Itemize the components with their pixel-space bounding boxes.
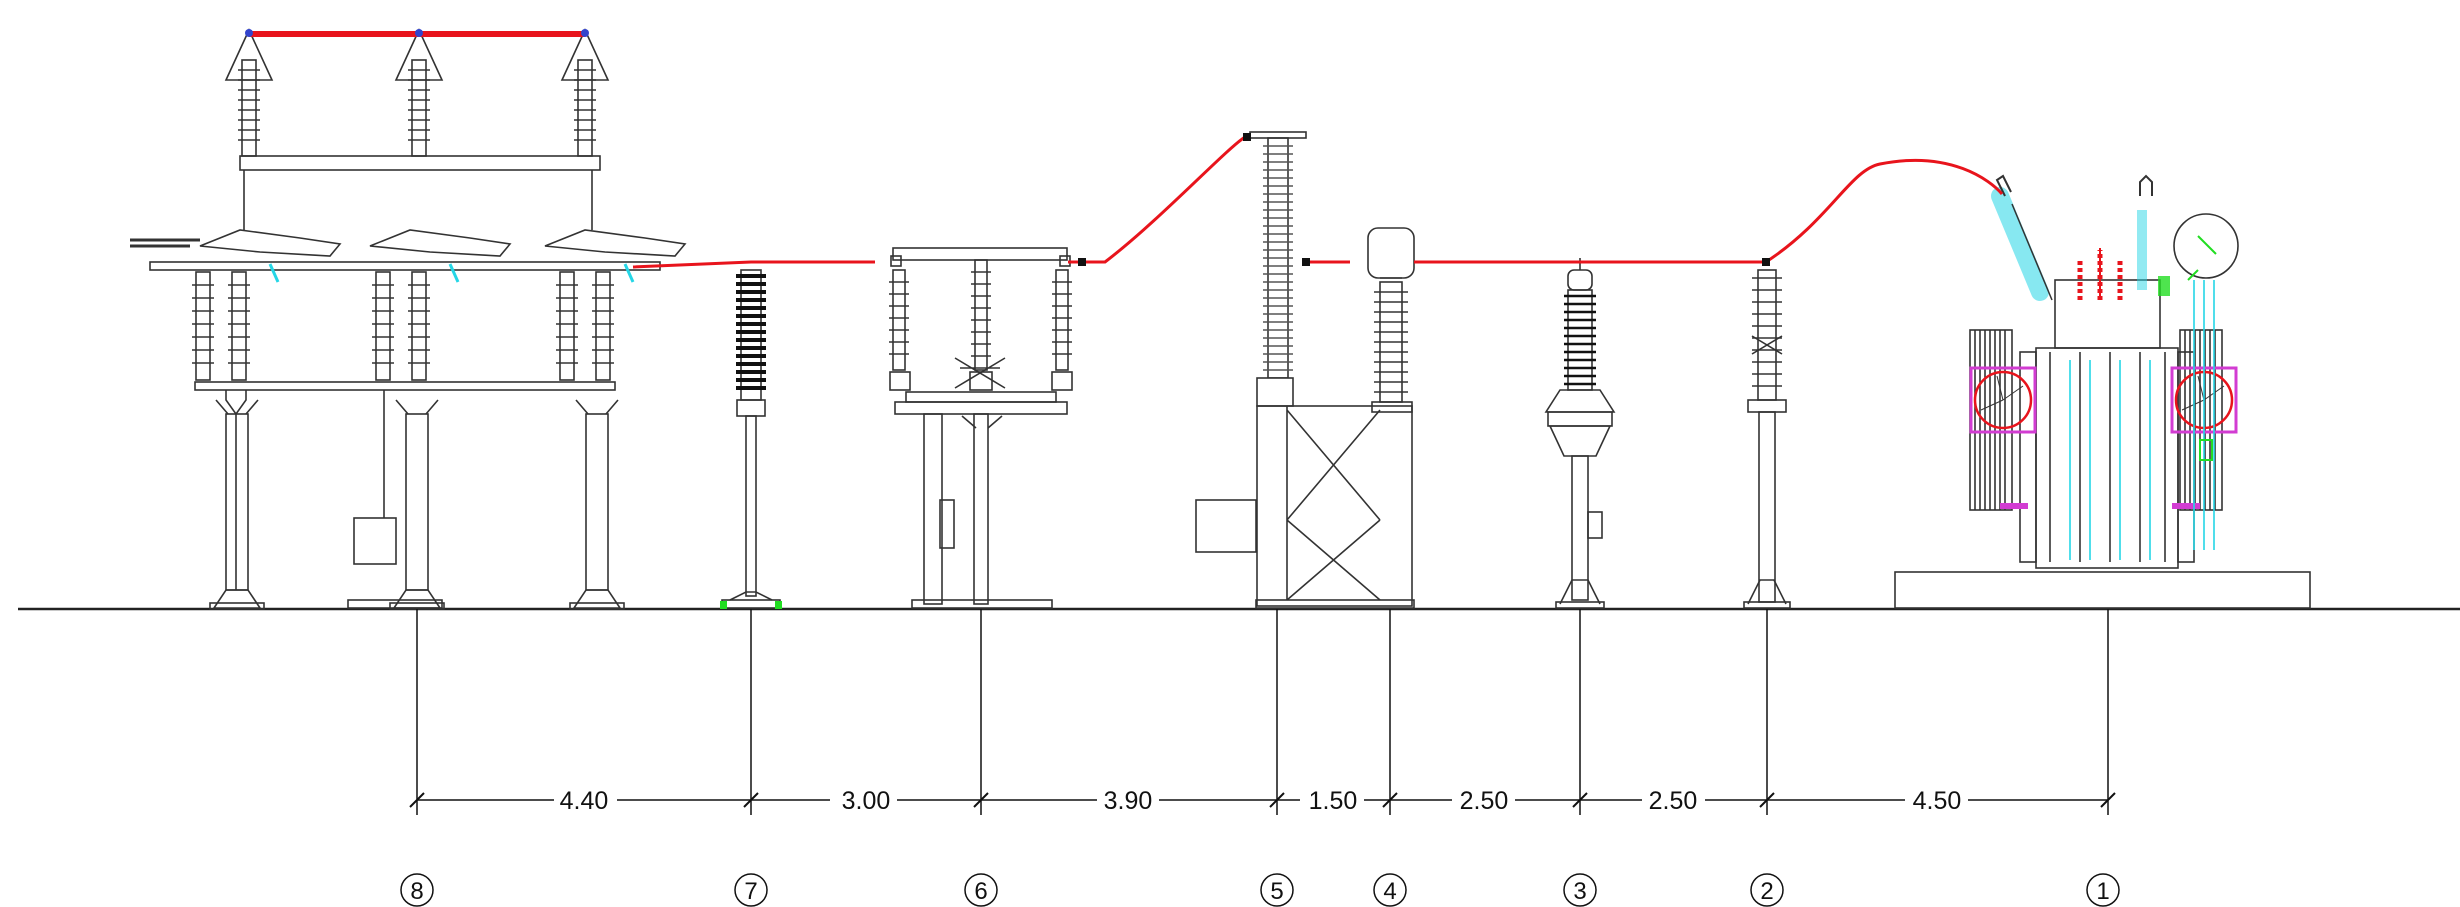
equipment-number: 2 <box>1760 878 1773 905</box>
equipment-callouts <box>400 873 2120 907</box>
dimension-label: 3.90 <box>1104 787 1153 815</box>
conductor-lines <box>632 135 2004 269</box>
dimension-line <box>409 792 2116 808</box>
equipment-number: 4 <box>1383 878 1396 905</box>
equipment-numbers: 8 7 6 5 4 3 2 1 <box>410 878 2109 905</box>
dimension-labels: 4.40 3.00 3.90 1.50 2.50 2.50 4.50 <box>560 787 1962 815</box>
current-transformer-3 <box>1544 258 1616 609</box>
equipment-number: 1 <box>2096 878 2109 905</box>
transformer-fans-1 <box>1969 366 2238 509</box>
dimension-label: 2.50 <box>1460 787 1509 815</box>
arc-horns-8 <box>268 263 635 283</box>
equipment-number: 8 <box>410 878 423 905</box>
transformer-bushings-1 <box>1991 174 2217 560</box>
dimension-label: 3.00 <box>842 787 891 815</box>
instrument-transformer-5 <box>1195 131 1415 609</box>
dimension-extension-lines <box>416 609 2109 815</box>
equipment-number: 7 <box>744 878 757 905</box>
power-transformer-1 <box>1894 213 2311 609</box>
surge-arrester-2 <box>1743 269 1791 609</box>
disconnector-switch-8 <box>130 28 687 610</box>
busbar-8 <box>245 29 589 37</box>
arrester-feet-7 <box>720 601 782 609</box>
dimension-label: 4.50 <box>1913 787 1962 815</box>
conductor-clamps <box>1078 133 1770 266</box>
equipment-number: 5 <box>1270 878 1283 905</box>
surge-arrester-7 <box>721 269 781 609</box>
dimension-label: 4.40 <box>560 787 609 815</box>
dimension-label: 1.50 <box>1309 787 1358 815</box>
equipment-number: 3 <box>1573 878 1586 905</box>
voltage-transformer-4 <box>1367 227 1415 413</box>
circuit-breaker-6 <box>889 247 1073 609</box>
dimension-label: 2.50 <box>1649 787 1698 815</box>
equipment-number: 6 <box>974 878 987 905</box>
